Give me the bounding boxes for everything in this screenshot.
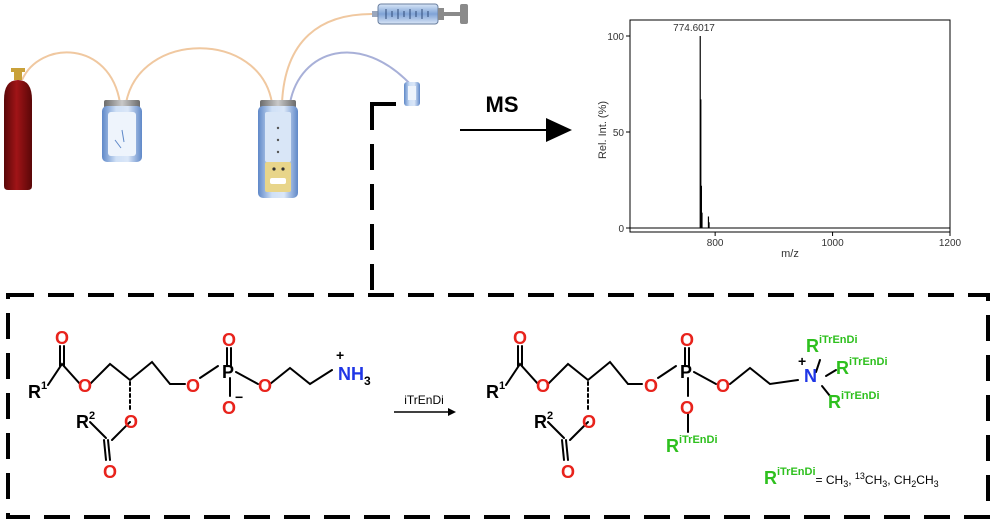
reaction-vial-1 [102, 100, 142, 162]
product-labels: R1 O O O R2 O O P O O O RiTrEnDi + N RiT… [486, 328, 888, 482]
product-o-phosphate2: O [716, 376, 730, 396]
product-o-phosphate-bottom: O [680, 398, 694, 418]
reactant-minus: − [235, 389, 243, 405]
product-o-ester1: O [536, 376, 550, 396]
product-r1: R1 [486, 380, 505, 402]
syringe [372, 3, 468, 25]
reactant-o-phosphate-bottom: O [222, 398, 236, 418]
reaction-arrow: iTrEnDi [394, 393, 456, 416]
y-tick-label-1: 50 [613, 128, 625, 139]
reaction-reagent-label: iTrEnDi [404, 393, 444, 407]
product-o-ester2: O [582, 412, 596, 432]
spectrum-ylabel: Rel. Int. (%) [597, 101, 609, 159]
peak-label: 774.6017 [673, 23, 715, 34]
ms-arrow-label: MS [486, 92, 519, 117]
product-r-itr-phosphate: RiTrEnDi [666, 434, 718, 456]
collection-vial [404, 82, 420, 106]
reactant-nh3: NH3 [338, 364, 371, 388]
product-n: N [804, 366, 817, 386]
product-o-phosphate-top: O [680, 330, 694, 350]
product-plus: + [798, 353, 806, 369]
spectrum-frame [629, 19, 951, 233]
transfer-tubing [289, 51, 413, 104]
product-r2: R2 [534, 410, 553, 432]
gas-tubing-1 [21, 51, 121, 104]
reactant-o-phosphate1: O [186, 376, 200, 396]
reaction-box [6, 293, 990, 519]
reactant-r1: R1 [28, 380, 47, 402]
product-r-itr-n1: RiTrEnDi [806, 334, 858, 356]
reactant-o-ester2: O [124, 412, 138, 432]
product-r-itr-n3: RiTrEnDi [828, 390, 880, 412]
product-o-carbonyl1: O [513, 328, 527, 348]
product-o-carbonyl2: O [561, 462, 575, 482]
y-tick-label-0: 0 [618, 224, 624, 235]
dashed-connector [370, 102, 400, 290]
mass-spectrum: 774.6017 m/z Rel. Int. (%) 0 50 100 800 1000… [597, 19, 962, 260]
reactant-labels: R1 O O O R2 O O P O O O − + NH3 [28, 328, 371, 482]
reaction-vial-2 [258, 100, 298, 198]
ms-arrow: MS [460, 92, 572, 142]
product-structure [505, 345, 837, 461]
x-tick-label-1: 1000 [821, 238, 844, 249]
itrendi-definition: RiTrEnDi= CH3, 13CH3, CH2CH3 [764, 466, 939, 489]
x-tick-label-2: 1200 [939, 238, 962, 249]
gas-cylinder [4, 68, 32, 190]
reactant-plus: + [336, 347, 344, 363]
reactant-structure [47, 345, 333, 461]
spectrum-xlabel: m/z [781, 248, 799, 260]
reactant-o-carbonyl2: O [103, 462, 117, 482]
apparatus [4, 3, 468, 198]
product-o-phosphate1: O [644, 376, 658, 396]
reactant-r2: R2 [76, 410, 95, 432]
product-r-itr-n2: RiTrEnDi [836, 356, 888, 378]
product-p: P [680, 362, 692, 382]
syringe-tubing [281, 13, 373, 104]
x-tick-label-0: 800 [707, 238, 724, 249]
reactant-o-phosphate-top: O [222, 330, 236, 350]
y-tick-label-2: 100 [607, 32, 624, 43]
reactant-o-ester1: O [78, 376, 92, 396]
reactant-o-carbonyl1: O [55, 328, 69, 348]
reactant-p: P [222, 362, 234, 382]
gas-tubing-2 [125, 47, 273, 104]
reactant-o-phosphate2: O [258, 376, 272, 396]
